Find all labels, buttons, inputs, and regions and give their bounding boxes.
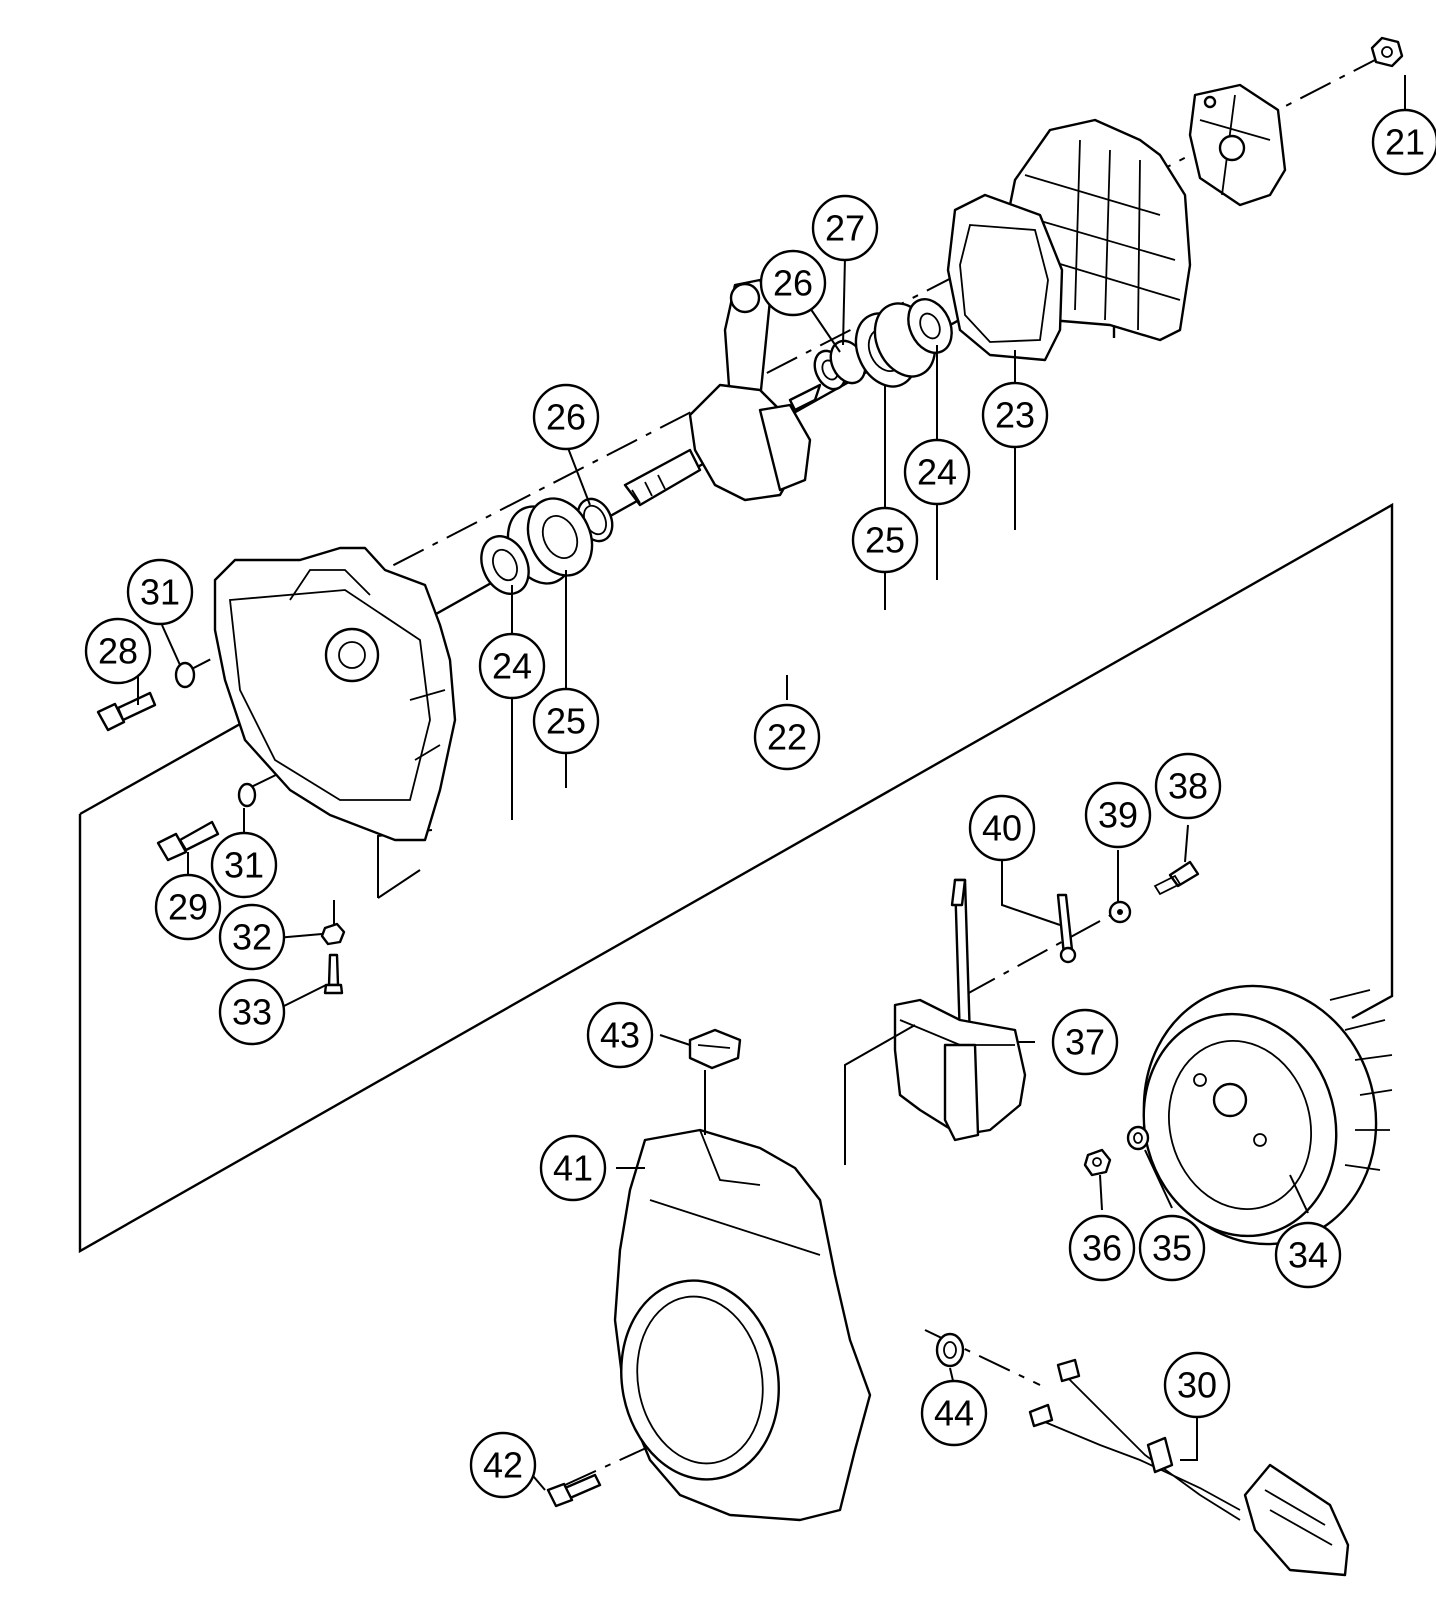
callout-37: 37	[1051, 1008, 1119, 1076]
callout-27-label: 27	[825, 208, 865, 249]
callout-41: 41	[539, 1134, 607, 1202]
callout-24-lower: 24	[478, 632, 546, 700]
callout-42-label: 42	[483, 1445, 523, 1486]
callout-42: 42	[469, 1431, 537, 1499]
spring-40	[1056, 893, 1077, 964]
grommet-44	[935, 1332, 965, 1368]
bolt-28	[96, 691, 157, 732]
screw-38	[1153, 860, 1200, 896]
callout-26-lower: 26	[532, 383, 600, 451]
callout-43: 43	[586, 1001, 654, 1069]
callout-31-upper: 31	[126, 558, 194, 626]
callout-41-label: 41	[553, 1148, 593, 1189]
bolt-42	[546, 1473, 602, 1508]
callout-38: 38	[1154, 752, 1222, 820]
washer-31-lower	[237, 782, 257, 808]
callout-28-label: 28	[98, 631, 138, 672]
callout-27: 27	[811, 194, 879, 262]
callout-22: 22	[753, 703, 821, 771]
callout-31-lower: 31	[210, 831, 278, 899]
fan-cover-41	[613, 1128, 872, 1522]
callout-34: 34	[1274, 1221, 1342, 1289]
callout-33-label: 33	[232, 992, 272, 1033]
callout-37-label: 37	[1065, 1022, 1105, 1063]
callout-26-upper: 26	[759, 249, 827, 317]
grommet-43	[688, 1028, 742, 1070]
callout-32: 32	[218, 903, 286, 971]
callout-23-label: 23	[995, 395, 1035, 436]
callout-25-lower-label: 25	[546, 701, 586, 742]
callout-30: 30	[1163, 1351, 1231, 1419]
callout-21-label: 21	[1385, 122, 1425, 163]
callout-29: 29	[154, 873, 222, 941]
callout-24-upper-label: 24	[917, 452, 957, 493]
ignition-coil-37	[893, 878, 1027, 1142]
crankcase-22	[213, 546, 457, 842]
bolt-29	[156, 820, 220, 862]
callout-39-label: 39	[1098, 795, 1138, 836]
callout-35: 35	[1138, 1214, 1206, 1282]
callout-23: 23	[981, 381, 1049, 449]
washer-31-upper	[174, 661, 196, 689]
callout-28: 28	[84, 617, 152, 685]
flywheel-34	[1142, 984, 1393, 1246]
callout-25-upper-label: 25	[865, 520, 905, 561]
cap-21	[1188, 83, 1287, 207]
wire-harness-30	[1028, 1358, 1350, 1577]
callout-25-lower: 25	[532, 687, 600, 755]
callout-44-label: 44	[934, 1393, 974, 1434]
callout-29-label: 29	[168, 887, 208, 928]
ring-24-upper	[907, 298, 953, 354]
callout-40: 40	[968, 794, 1036, 862]
crankshaft-27	[623, 278, 822, 507]
stud-33	[323, 953, 344, 995]
callout-44: 44	[920, 1379, 988, 1447]
washer-35	[1126, 1125, 1150, 1151]
callout-26-lower-label: 26	[546, 397, 586, 438]
callout-32-label: 32	[232, 917, 272, 958]
callout-39: 39	[1084, 781, 1152, 849]
callout-26-upper-label: 26	[773, 263, 813, 304]
callout-36: 36	[1068, 1214, 1136, 1282]
callout-25-upper: 25	[851, 506, 919, 574]
callout-31-lower-label: 31	[224, 845, 264, 886]
callout-22-label: 22	[767, 717, 807, 758]
callout-33: 33	[218, 978, 286, 1046]
callout-34-label: 34	[1288, 1235, 1328, 1276]
ring-24-lower	[480, 535, 530, 595]
callout-24-upper: 24	[903, 438, 971, 506]
nut-36	[1083, 1148, 1112, 1177]
nut-32	[320, 922, 346, 946]
nut-21	[1370, 36, 1404, 68]
callout-38-label: 38	[1168, 766, 1208, 807]
callout-36-label: 36	[1082, 1228, 1122, 1269]
washer-39	[1108, 900, 1132, 924]
callout-43-label: 43	[600, 1015, 640, 1056]
bearing-25-upper	[854, 302, 937, 388]
gasket-23	[946, 193, 1064, 362]
callout-40-label: 40	[982, 808, 1022, 849]
callout-24-lower-label: 24	[492, 646, 532, 687]
callout-30-label: 30	[1177, 1365, 1217, 1406]
callout-21: 21	[1371, 108, 1436, 176]
callout-31-upper-label: 31	[140, 572, 180, 613]
callout-35-label: 35	[1152, 1228, 1192, 1269]
